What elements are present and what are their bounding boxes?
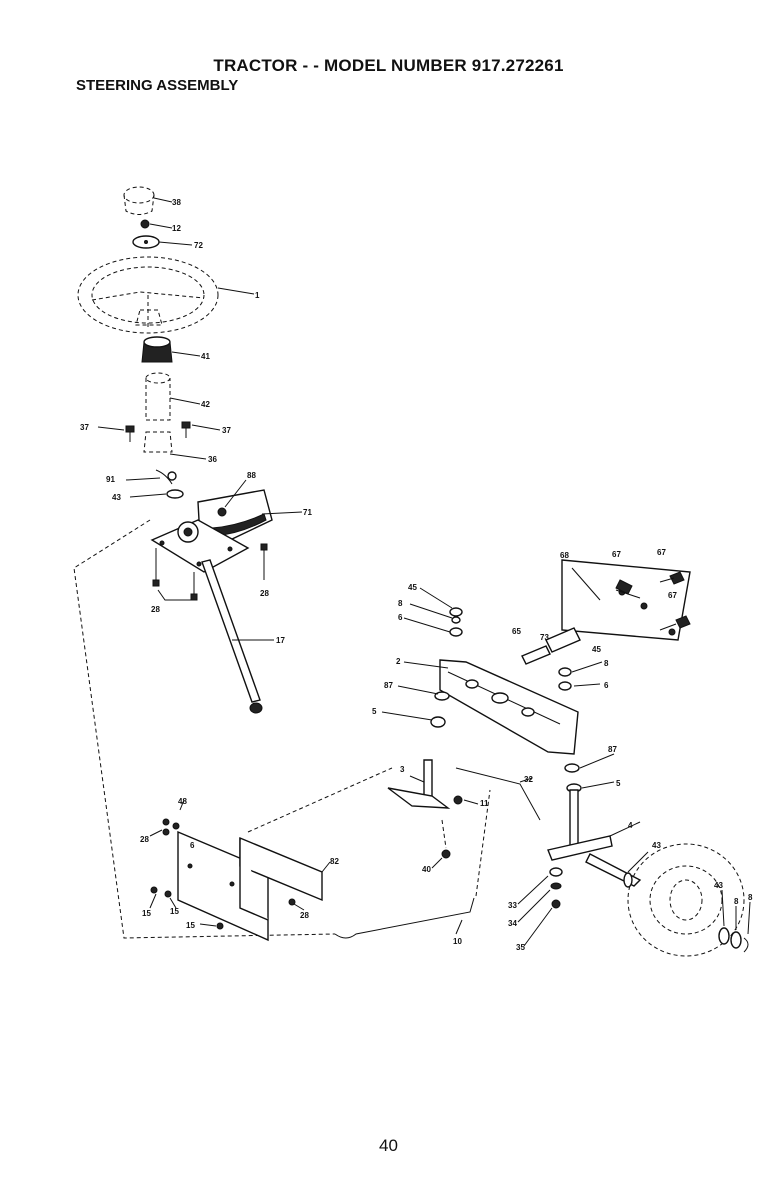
part-callout-28: 28 (140, 835, 149, 844)
steering-washer (133, 236, 159, 248)
part-callout-35: 35 (516, 943, 525, 952)
part-callout-32: 32 (524, 775, 533, 784)
part-callout-8: 8 (734, 897, 739, 906)
nut-40 (442, 850, 450, 858)
part-callout-17: 17 (276, 636, 285, 645)
spindle-nut-stack (550, 868, 562, 908)
part-callout-3: 3 (400, 765, 405, 774)
part-callout-15: 15 (186, 921, 195, 930)
part-callout-15: 15 (170, 907, 179, 916)
part-callout-33: 33 (508, 901, 517, 910)
part-callout-28: 28 (300, 911, 309, 920)
part-callout-10: 10 (453, 937, 462, 946)
part-callout-8: 8 (748, 893, 753, 902)
part-callout-72: 72 (194, 241, 203, 250)
part-callout-11: 11 (480, 799, 489, 808)
part-callout-40: 40 (422, 865, 431, 874)
part-callout-45: 45 (592, 645, 601, 654)
retaining-clip (156, 470, 176, 484)
part-callout-43: 43 (112, 493, 121, 502)
front-axle (440, 660, 578, 754)
part-callout-34: 34 (508, 919, 517, 928)
bolt-left (126, 426, 134, 442)
part-callout-8: 8 (398, 599, 403, 608)
part-callout-37: 37 (80, 423, 89, 432)
part-callout-41: 41 (201, 352, 210, 361)
part-callout-6: 6 (190, 841, 195, 850)
steering-drag-link (202, 560, 262, 713)
steering-adapter (142, 337, 172, 362)
bolt-right (182, 422, 190, 438)
steering-shaft-sleeve (146, 373, 170, 420)
part-callout-6: 6 (604, 681, 609, 690)
part-callout-43: 43 (652, 841, 661, 850)
pivot-sleeve (522, 628, 580, 664)
part-callout-4: 4 (628, 821, 633, 830)
steering-wheel-cap (124, 187, 154, 215)
part-callout-8: 8 (604, 659, 609, 668)
flat-washer (167, 490, 183, 498)
part-callout-68: 68 (560, 551, 569, 560)
steering-wheel (78, 257, 218, 333)
part-callout-2: 2 (396, 657, 401, 666)
part-callout-37: 37 (222, 426, 231, 435)
part-callout-73: 73 (540, 633, 549, 642)
wheel-hardware (624, 873, 748, 952)
part-callout-38: 38 (172, 198, 181, 207)
part-callout-71: 71 (303, 508, 312, 517)
part-callout-65: 65 (512, 627, 521, 636)
part-callout-28: 28 (151, 605, 160, 614)
part-callout-67: 67 (668, 591, 677, 600)
part-callout-36: 36 (208, 455, 217, 464)
part-callout-15: 15 (142, 909, 151, 918)
part-callout-67: 67 (657, 548, 666, 557)
steering-nut (141, 220, 149, 228)
part-callout-1: 1 (255, 291, 260, 300)
part-callout-6: 6 (398, 613, 403, 622)
shaft-coupler (144, 432, 172, 452)
part-callout-82: 82 (330, 857, 339, 866)
steering-support-plate (178, 832, 322, 940)
part-callout-42: 42 (201, 400, 210, 409)
page-number: 40 (0, 1136, 777, 1156)
part-callout-88: 88 (247, 471, 256, 480)
part-callout-87: 87 (608, 745, 617, 754)
part-callout-48: 48 (178, 797, 187, 806)
drag-link-rod (335, 898, 474, 938)
part-callout-43: 43 (714, 881, 723, 890)
part-callout-67: 67 (612, 550, 621, 559)
part-callout-28: 28 (260, 589, 269, 598)
part-callout-5: 5 (372, 707, 377, 716)
part-callout-91: 91 (106, 475, 115, 484)
axle-mount-bracket (562, 560, 690, 640)
part-callout-5: 5 (616, 779, 621, 788)
part-callout-87: 87 (384, 681, 393, 690)
part-callout-12: 12 (172, 224, 181, 233)
part-callout-45: 45 (408, 583, 417, 592)
